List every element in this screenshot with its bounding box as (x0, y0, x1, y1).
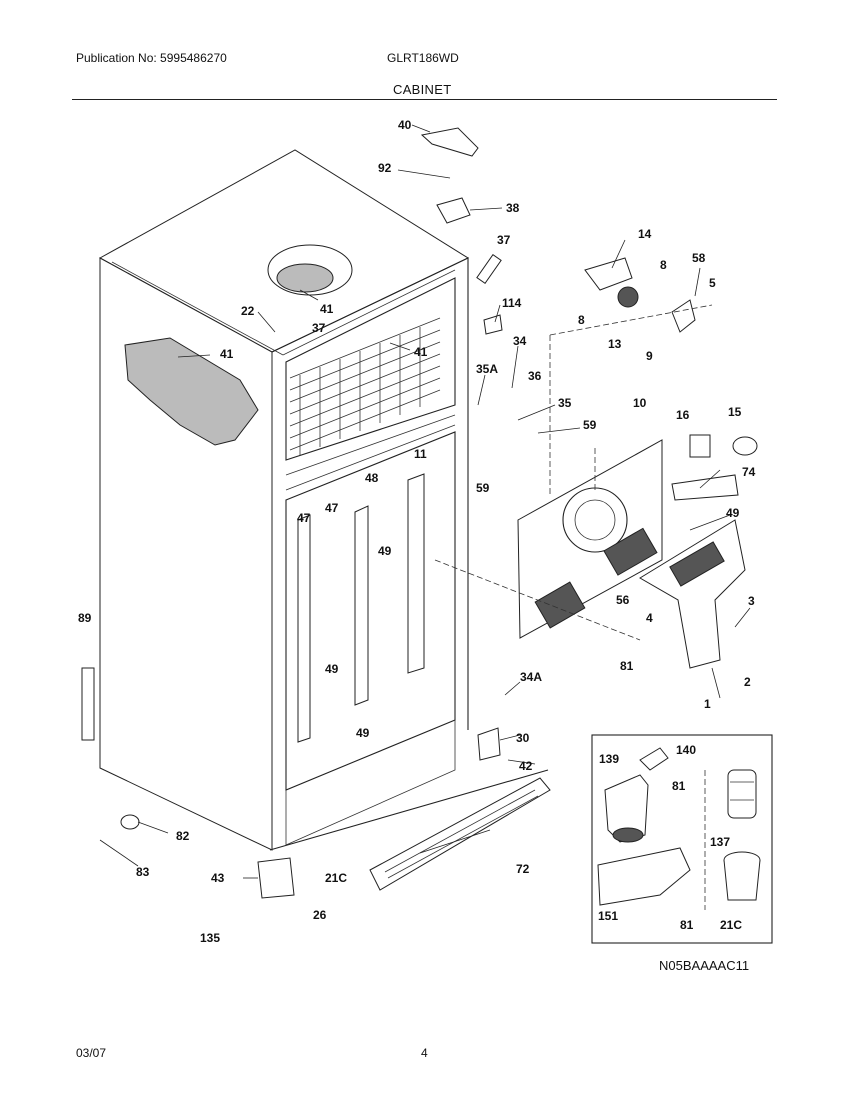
callout-label: 38 (506, 201, 520, 215)
callout-label: 47 (297, 511, 311, 525)
callout-label: 48 (365, 471, 379, 485)
diagram-code: N05BAAAAC11 (659, 958, 750, 973)
callout-label: 8 (578, 313, 585, 327)
callout-label: 81 (620, 659, 634, 673)
callout-label: 22 (241, 304, 255, 318)
evaporator-coils (289, 317, 441, 455)
callout-label: 9 (646, 349, 653, 363)
callout-label: 21C (720, 918, 742, 932)
shelf-rails (297, 473, 425, 743)
callout-label: 36 (528, 369, 542, 383)
callout-label: 151 (598, 909, 618, 923)
callout-label: 34A (520, 670, 542, 684)
callout-label: 3 (748, 594, 755, 608)
callout-label: 35A (476, 362, 498, 376)
callout-label: 4 (646, 611, 653, 625)
callout-label: 1 (704, 697, 711, 711)
callout-label: 49 (378, 544, 392, 558)
fan-motor (584, 257, 696, 333)
light-assembly (671, 434, 758, 501)
callout-label: 89 (78, 611, 92, 625)
header-rule (72, 99, 777, 100)
callout-label: 83 (136, 865, 150, 879)
evaporator-cover (517, 439, 663, 639)
model-number: GLRT186WD (387, 51, 459, 65)
callout-label: 92 (378, 161, 392, 175)
callout-label: 58 (692, 251, 706, 265)
callout-label: 34 (513, 334, 527, 348)
callout-label: 14 (638, 227, 652, 241)
callout-label: 140 (676, 743, 696, 757)
callout-label: 40 (398, 118, 412, 132)
footer-date: 03/07 (76, 1046, 107, 1060)
callout-label: 81 (672, 779, 686, 793)
callout-label: 56 (616, 593, 630, 607)
callout-label: 42 (519, 759, 533, 773)
callout-label: 21C (325, 871, 347, 885)
callout-label: 16 (676, 408, 690, 422)
callout-label: 30 (516, 731, 530, 745)
callout-label: 37 (312, 321, 326, 335)
callout-label: 41 (414, 345, 428, 359)
callout-label: 47 (325, 501, 339, 515)
callout-label: 8 (660, 258, 667, 272)
callout-label: 15 (728, 405, 742, 419)
callout-label: 137 (710, 835, 730, 849)
callout-label: 2 (744, 675, 751, 689)
insulation-foam (124, 337, 259, 446)
callout-label: 139 (599, 752, 619, 766)
callout-label: 49 (726, 506, 740, 520)
callout-label: 72 (516, 862, 530, 876)
air-duct (639, 519, 746, 669)
callout-label: 11 (414, 447, 427, 461)
page-number: 4 (421, 1046, 428, 1060)
callout-label: 35 (558, 396, 572, 410)
callout-label: 135 (200, 931, 220, 945)
callout-label: 49 (356, 726, 370, 740)
callout-label: 41 (320, 302, 334, 316)
top-opening (267, 244, 353, 296)
callout-label: 49 (325, 662, 339, 676)
callout-label: 114 (502, 296, 522, 310)
callout-label: 26 (313, 908, 327, 922)
callout-label: 43 (211, 871, 225, 885)
callout-label: 81 (680, 918, 694, 932)
callout-label: 59 (583, 418, 597, 432)
callout-label: 59 (476, 481, 490, 495)
callout-label: 37 (497, 233, 511, 247)
base-grille (369, 777, 551, 891)
callout-label: 41 (220, 347, 234, 361)
publication-number: Publication No: 5995486270 (76, 51, 227, 65)
callout-label: 13 (608, 337, 622, 351)
callout-leaders (99, 124, 751, 879)
callout-label: 5 (709, 276, 716, 290)
water-filter-inset (591, 734, 773, 944)
section-title: CABINET (393, 82, 452, 97)
interior-liner (269, 277, 549, 851)
callout-label: 82 (176, 829, 190, 843)
callout-label: 10 (633, 396, 647, 410)
guide-lines (434, 304, 713, 641)
rear-brackets (81, 127, 503, 899)
callout-label: 74 (742, 465, 756, 479)
